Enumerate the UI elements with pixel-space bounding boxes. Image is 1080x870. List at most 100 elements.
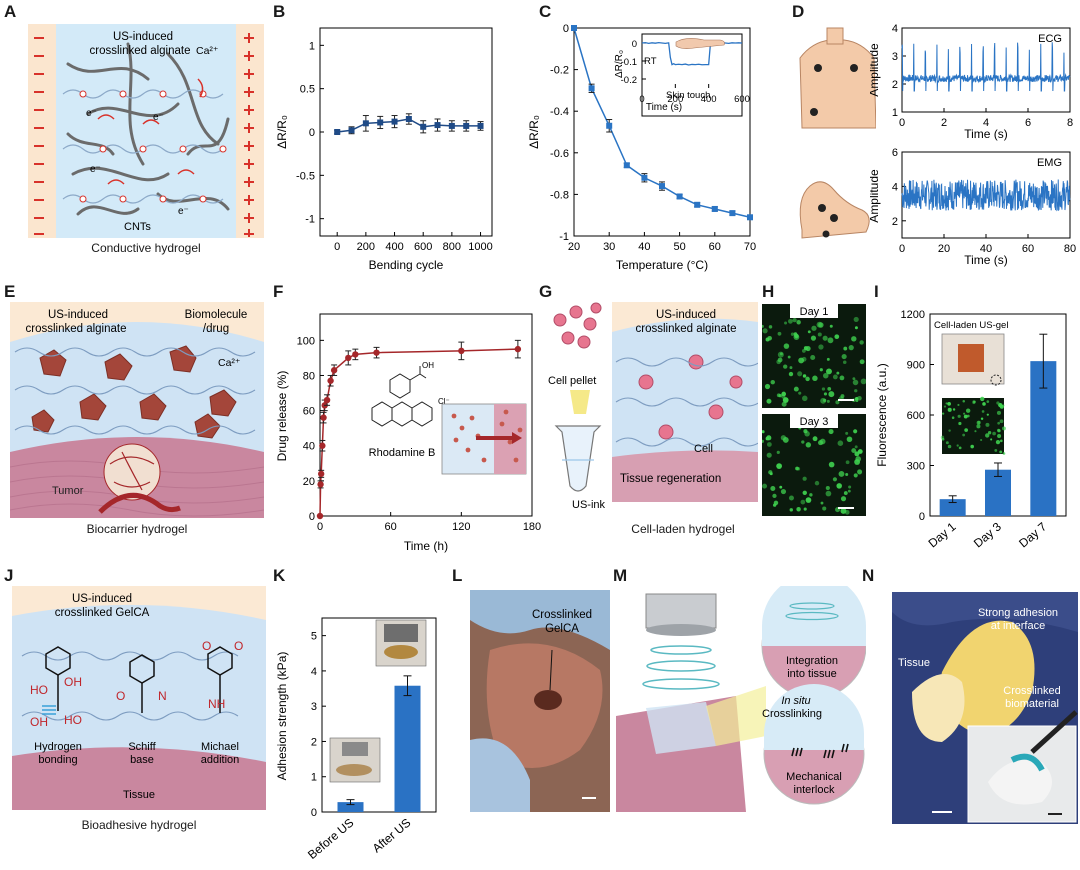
cell-dot: [796, 320, 801, 325]
cell-dot: [787, 355, 791, 359]
cell-dot: [788, 318, 793, 324]
cell-dot: [845, 473, 849, 477]
y-tick-label: -0.5: [296, 170, 315, 182]
y-tick-label: 1: [309, 40, 315, 52]
cell-dot: [836, 483, 842, 489]
data-point: [458, 347, 465, 355]
cell-dot: [823, 392, 828, 396]
cell-dot: [843, 346, 848, 351]
pellet-arrow-icon: [570, 390, 590, 414]
data-point: [330, 367, 338, 374]
cell-dot: [958, 421, 962, 426]
y-tick-label: 1200: [901, 309, 925, 321]
j-caption: Bioadhesive hydrogel: [81, 818, 197, 832]
cell-dot: [842, 360, 847, 365]
cell-dot: [773, 500, 779, 506]
cell-dot: [986, 400, 990, 403]
cell-dot: [825, 485, 830, 491]
cell-dot: [827, 387, 832, 391]
adhesion-photo: Strong adhesion at interface Tissue Cros…: [892, 592, 1078, 824]
g-title-line2: crosslinked alginate: [635, 323, 736, 335]
cell-dot: [947, 444, 952, 449]
cell-dot: [848, 345, 854, 351]
cell-dot: [835, 400, 840, 405]
cell-dot: [996, 401, 1000, 405]
j-ho-2: HO: [64, 713, 82, 727]
data-point: [448, 122, 455, 129]
panel-label-m: M: [613, 566, 628, 585]
panel-label-n: N: [862, 566, 875, 585]
x-tick-label: 600: [734, 94, 750, 105]
g-ink-label: US-ink: [572, 499, 606, 511]
chart-d-ecg-xlabel: Time (s): [964, 127, 1008, 141]
data-point: [606, 122, 613, 129]
cell-dot: [854, 451, 860, 457]
cell-dot: [802, 490, 807, 495]
chart-d-ecg-ylabel: Amplitude: [870, 43, 881, 97]
inset-fluor-photo: [942, 398, 1004, 454]
m-insitu: In situ: [781, 695, 810, 707]
y-tick-label: 4: [311, 666, 317, 678]
cell-dot: [857, 469, 863, 475]
x-tick-label: 60: [1022, 243, 1034, 255]
cell-dot: [819, 368, 823, 372]
y-tick-label: 0: [311, 807, 317, 819]
cell-dot: [810, 354, 816, 361]
cell-dot: [807, 330, 811, 334]
y-tick-label: 0.5: [300, 84, 315, 96]
x-tick-label: 8: [1067, 117, 1073, 129]
cell-dot: [777, 331, 782, 336]
e-caption: Biocarrier hydrogel: [86, 522, 188, 536]
cell-dot: [814, 480, 820, 486]
cell-dot: [811, 325, 817, 331]
chart-d-ecg-series-label: ECG: [1038, 33, 1062, 45]
cell-dot: [828, 461, 835, 468]
cell-dot: [1002, 426, 1006, 431]
cell-dot: [789, 508, 793, 512]
cell-dot: [857, 395, 862, 401]
a-electron-label-1: e⁻: [86, 108, 97, 119]
cell-dot: [812, 375, 818, 382]
cell-dot: [797, 371, 803, 377]
x-tick-label: 6: [1025, 117, 1031, 129]
cell-dot: [762, 439, 765, 443]
x-tick-label: 0: [899, 243, 905, 255]
data-point: [391, 118, 398, 125]
category-label: After US: [370, 816, 414, 856]
cell-dot: [853, 473, 858, 478]
y-tick-label: 0: [919, 511, 925, 523]
cell-dot: [940, 435, 945, 440]
bar: [394, 685, 421, 812]
y-tick-label: 100: [297, 335, 315, 347]
cell-dot: [805, 442, 812, 448]
y-tick-label: -0.4: [550, 106, 569, 118]
cell-dot: [957, 414, 961, 418]
panel-label-k: K: [273, 566, 286, 585]
cell-dot: [985, 422, 990, 427]
cell-dot: [803, 507, 807, 511]
y-tick-label: -0.2: [621, 75, 637, 86]
cell-dot: [840, 496, 847, 502]
x-tick-label: 120: [452, 521, 470, 533]
cell-dot: [958, 446, 962, 450]
hand-icon: [675, 38, 725, 49]
cell-dot: [762, 430, 765, 434]
cell-dot: [825, 368, 832, 375]
chart-c-inset-ylabel: ΔR/R₀: [614, 50, 625, 78]
bar: [337, 802, 364, 812]
photo-before-icon: [329, 737, 381, 783]
signal-trace: [901, 179, 1071, 212]
y-tick-label: 0: [309, 127, 315, 139]
cell-dot: [976, 424, 981, 429]
biocarrier-hydrogel-schematic: US-induced crosslinked alginate Biomolec…: [10, 302, 264, 518]
cell-dot: [784, 321, 788, 325]
cell-dot: [843, 491, 848, 495]
panel-label-c: C: [539, 2, 552, 21]
panel-label-b: B: [273, 2, 286, 21]
cell-dot: [832, 374, 838, 380]
data-point: [420, 123, 427, 130]
emg-electrode-icons: [818, 204, 838, 238]
y-tick-label: 0: [309, 511, 315, 523]
cell-dot: [790, 332, 795, 336]
data-point: [588, 85, 595, 92]
